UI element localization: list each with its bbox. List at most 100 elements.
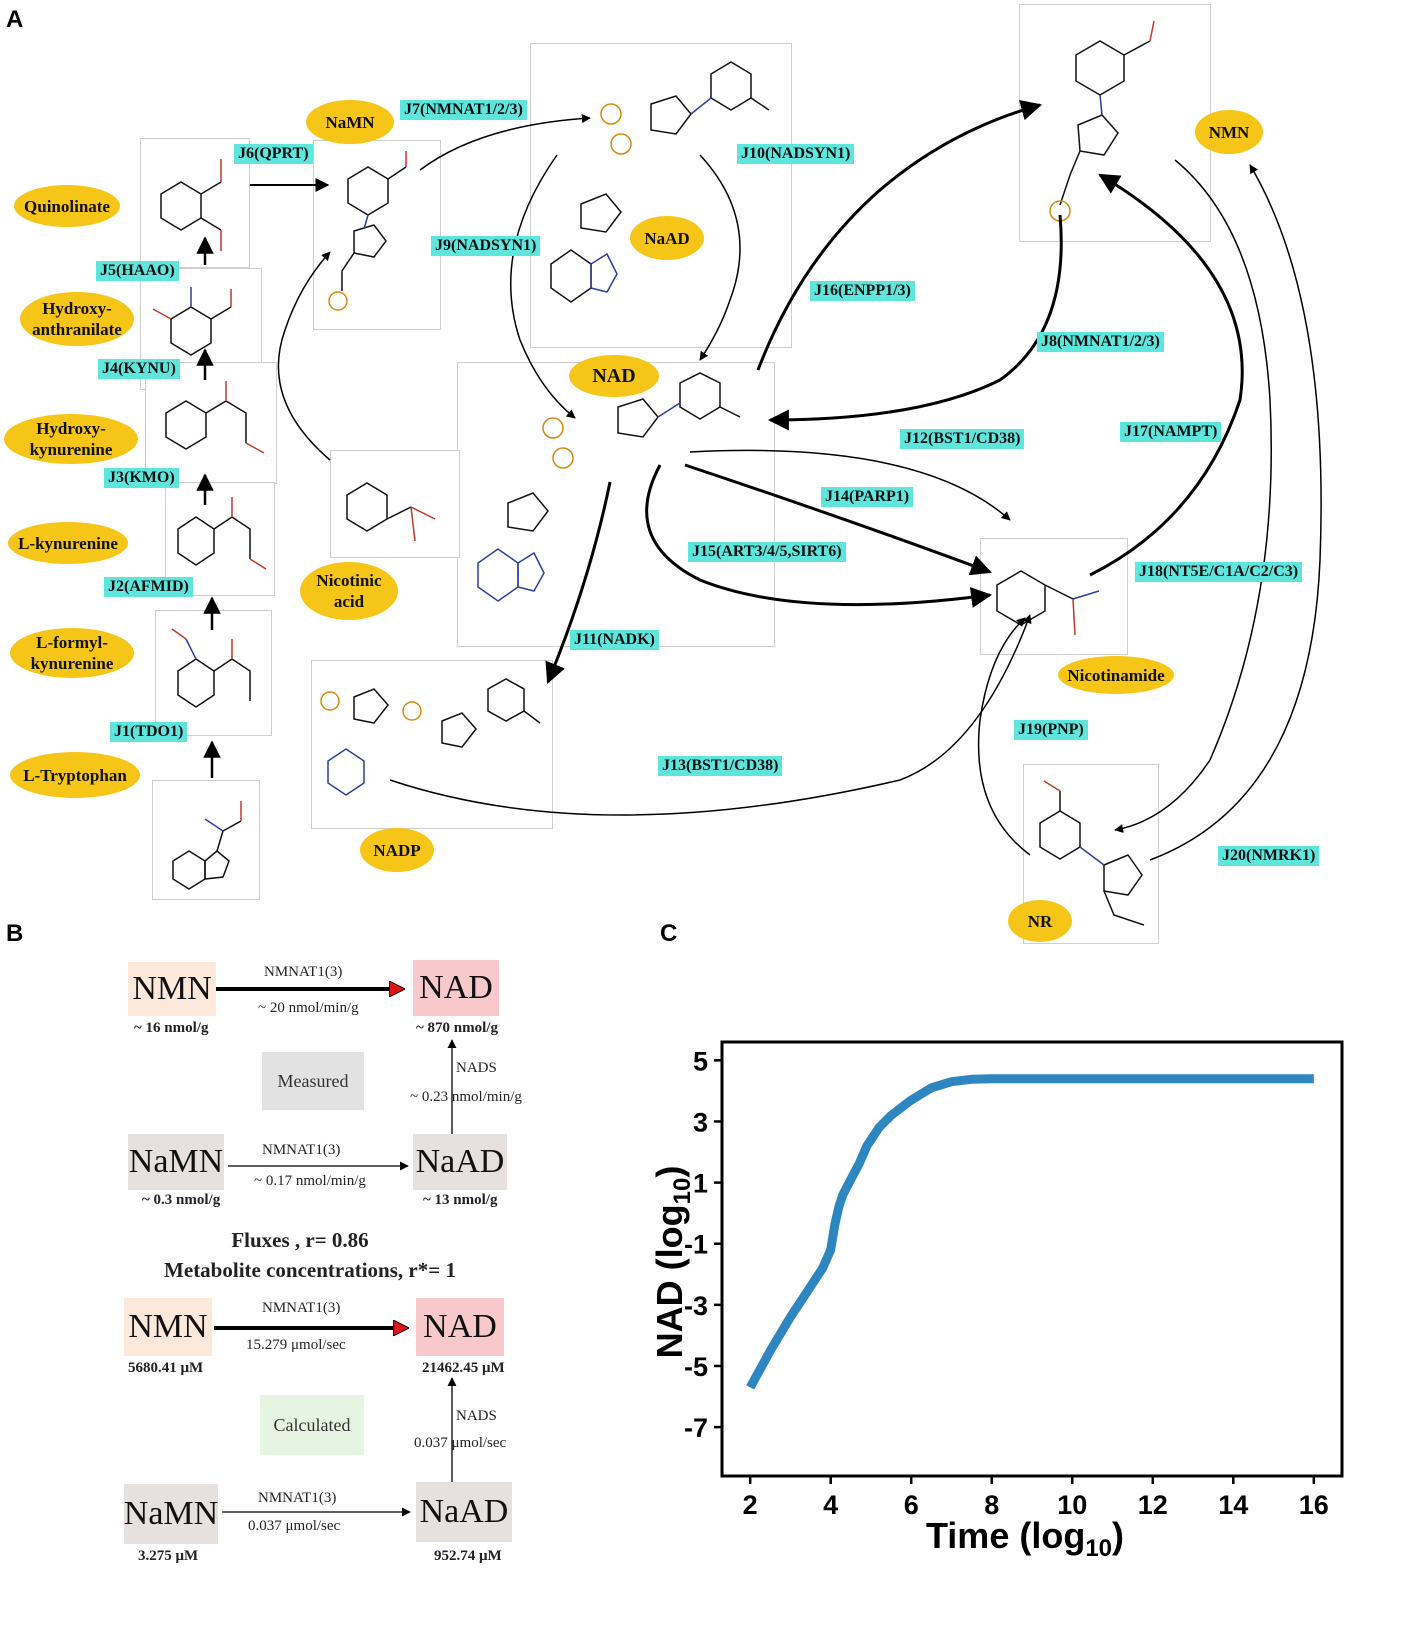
x-tick-label: 4 (823, 1490, 838, 1520)
reaction-j17: J17(NAMPT) (1120, 422, 1222, 442)
calculated-namn-box: NaMN (124, 1484, 218, 1544)
metabolite-nicotinamide: Nicotinamide (1058, 656, 1174, 694)
calculated-nmn-box: NMN (124, 1298, 212, 1356)
reaction-j7: J7(NMNAT1/2/3) (400, 100, 527, 120)
nmn-structure (1019, 4, 1211, 242)
reaction-j9: J9(NADSYN1) (431, 236, 541, 256)
calculated-naad-nad-flux: 0.037 μmol/sec (414, 1435, 507, 1451)
calculated-nmn-nad-flux: 15.279 μmol/sec (246, 1337, 346, 1353)
measured-naad-box: NaAD (413, 1134, 507, 1190)
nadp-structure (311, 660, 553, 829)
calculated-namn-naad-flux: 0.037 μmol/sec (248, 1518, 341, 1534)
x-tick-label: 2 (743, 1490, 758, 1520)
metabolite-nadp: NADP (360, 828, 434, 872)
measured-nmn-conc: ~ 16 nmol/g (134, 1020, 209, 1036)
y-tick-label: 3 (693, 1107, 708, 1137)
chart-xlabel: Time (log10) (926, 1515, 1124, 1562)
metabolite-nad: NAD (569, 355, 659, 397)
metabolite-l-tryptophan: L-Tryptophan (10, 752, 140, 798)
nicotinic-acid-structure (330, 450, 460, 558)
chart-plot-area (720, 1040, 1344, 1478)
nicotinamide-structure (980, 538, 1128, 655)
namn-structure (313, 140, 441, 330)
measured-naad-conc: ~ 13 nmol/g (423, 1192, 498, 1208)
metabolite-l-formyl-kynurenine: L-formyl- kynurenine (10, 628, 134, 678)
calculated-namn-conc: 3.275 μM (138, 1548, 199, 1564)
calculated-namn-naad-enzyme: NMNAT1(3) (258, 1490, 337, 1506)
calculated-naad-nad-enzyme: NADS (456, 1408, 497, 1424)
calculated-nmn-conc: 5680.41 μM (128, 1360, 204, 1376)
reaction-j6: J6(QPRT) (234, 144, 313, 164)
calculated-nad-conc: 21462.45 μM (422, 1360, 505, 1376)
x-tick-label: 10 (1057, 1490, 1087, 1520)
reaction-j3: J3(KMO) (104, 468, 179, 488)
panel-label-a: A (6, 6, 24, 33)
pathway-arrows (196, 99, 1322, 861)
reaction-j1: J1(TDO1) (110, 722, 188, 742)
metabolite-hydroxy-anthranilate: Hydroxy- anthranilate (20, 292, 134, 346)
nad-series-line (746, 1074, 1314, 1390)
reaction-j5: J5(HAAO) (96, 261, 179, 281)
nr-structure (1023, 764, 1159, 944)
reaction-j20: J20(NMRK1) (1218, 846, 1320, 866)
concentration-correlation: Metabolite concentrations, r*= 1 (164, 1258, 456, 1282)
panel-label-c: C (660, 920, 678, 947)
metabolite-quinolinate: Quinolinate (14, 185, 120, 227)
nad-structure (457, 362, 775, 647)
l-formyl-kynurenine-structure (155, 610, 272, 736)
measured-namn-box: NaMN (128, 1134, 224, 1190)
reaction-j12: J12(BST1/CD38) (900, 429, 1025, 449)
measured-naad-nad-flux: ~ 0.23 nmol/min/g (410, 1089, 522, 1105)
measured-namn-naad-flux: ~ 0.17 nmol/min/g (254, 1173, 366, 1189)
metabolite-hydroxy-kynurenine: Hydroxy- kynurenine (4, 414, 138, 464)
metabolite-naad: NaAD (630, 216, 704, 260)
y-tick-label: -7 (684, 1413, 708, 1443)
reaction-j2: J2(AFMID) (104, 577, 193, 597)
naad-structure (530, 43, 792, 348)
reaction-j16: J16(ENPP1/3) (810, 281, 915, 301)
x-tick-label: 8 (984, 1490, 999, 1520)
measured-label: Measured (262, 1052, 364, 1110)
measured-nmn-nad-enzyme: NMNAT1(3) (264, 964, 343, 980)
x-tick-label: 6 (904, 1490, 919, 1520)
measured-naad-nad-enzyme: NADS (456, 1060, 497, 1076)
y-tick-label: -3 (684, 1291, 708, 1321)
calculated-nmn-nad-enzyme: NMNAT1(3) (262, 1300, 341, 1316)
quinolinate-structure (140, 138, 250, 268)
y-tick-label: -1 (684, 1230, 708, 1260)
x-tick-label: 14 (1218, 1490, 1248, 1520)
measured-nad-box: NAD (413, 960, 499, 1016)
reaction-j4: J4(KYNU) (98, 359, 180, 379)
measured-namn-naad-enzyme: NMNAT1(3) (262, 1142, 341, 1158)
measured-nmn-nad-flux: ~ 20 nmol/min/g (258, 1000, 359, 1016)
reaction-j11: J11(NADK) (570, 630, 659, 650)
reaction-j10: J10(NADSYN1) (737, 144, 855, 164)
reaction-j19: J19(PNP) (1014, 720, 1088, 740)
flux-correlation: Fluxes , r= 0.86 (231, 1228, 369, 1252)
reaction-j18: J18(NT5E/C1A/C2/C3) (1135, 562, 1303, 582)
chart-ylabel: NAD (log10) (649, 1166, 696, 1359)
measured-namn-conc: ~ 0.3 nmol/g (142, 1192, 221, 1208)
hydroxy-kynurenine-structure (145, 362, 277, 484)
l-tryptophan-structure (152, 780, 260, 900)
reaction-j15: J15(ART3/4/5,SIRT6) (688, 542, 846, 562)
metabolite-nicotinic-acid: Nicotinic acid (300, 562, 398, 620)
reaction-j8: J8(NMNAT1/2/3) (1037, 332, 1164, 352)
reaction-j14: J14(PARP1) (821, 487, 914, 507)
calculated-naad-box: NaAD (416, 1482, 512, 1542)
x-tick-label: 16 (1299, 1490, 1329, 1520)
panel-b-arrows (214, 0, 457, 1517)
reaction-j13: J13(BST1/CD38) (658, 756, 783, 776)
metabolite-nr: NR (1008, 900, 1072, 942)
metabolite-nmn: NMN (1195, 110, 1263, 154)
metabolite-l-kynurenine: L-kynurenine (8, 522, 128, 564)
measured-nad-conc: ~ 870 nmol/g (416, 1020, 498, 1036)
y-tick-label: -5 (684, 1352, 708, 1382)
calculated-naad-conc: 952.74 μM (434, 1548, 502, 1564)
x-tick-label: 12 (1138, 1490, 1168, 1520)
y-tick-label: 5 (693, 1046, 708, 1076)
panel-label-b: B (6, 920, 24, 947)
measured-nmn-box: NMN (128, 962, 216, 1016)
y-tick-label: 1 (693, 1169, 708, 1199)
